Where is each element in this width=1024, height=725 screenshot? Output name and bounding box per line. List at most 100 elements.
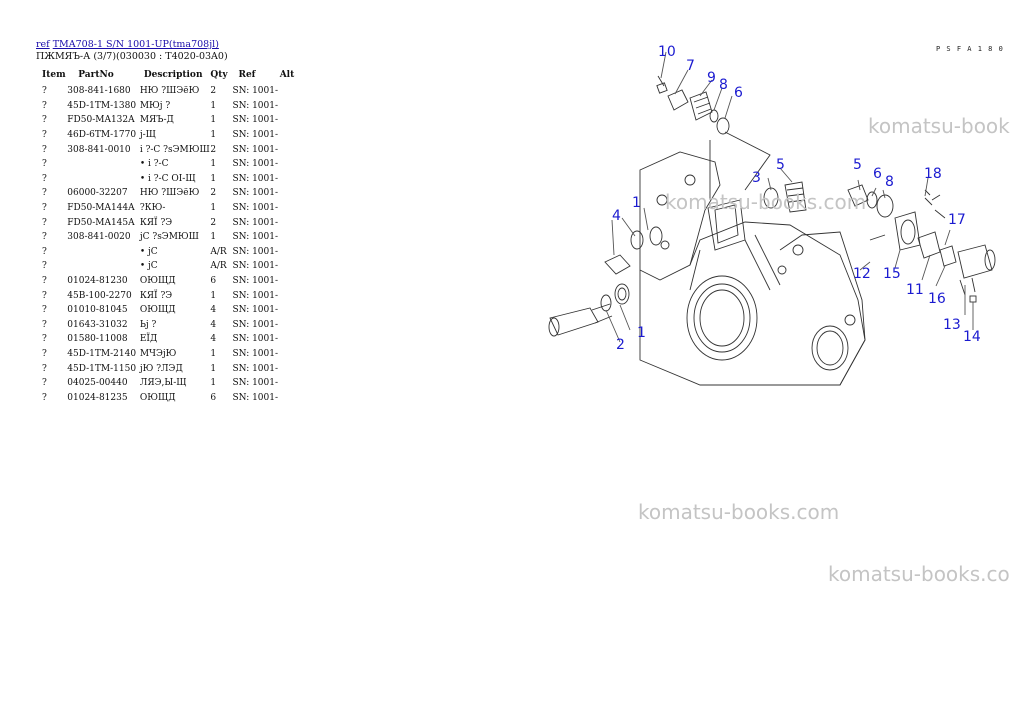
qty-cell: A/R — [210, 261, 227, 272]
ring-8 — [709, 109, 719, 123]
partno-cell: 01024-81235 — [67, 392, 128, 403]
description-cell: jС ?sЭМЮШ — [139, 232, 199, 243]
ring-3 — [763, 187, 779, 209]
alt-cell — [280, 215, 296, 230]
ref-cell: SN: 1001- — [232, 188, 279, 199]
alt-cell — [280, 245, 296, 260]
model-link[interactable]: TMA708-1 S/N 1001-UP(tma708jl) — [52, 39, 219, 50]
parts-list-panel: ref TMA708-1 S/N 1001-UP(tma708jl) ПЖМЯЪ… — [36, 39, 296, 405]
description-cell: КЯЇ ?Э — [139, 290, 173, 301]
exploded-parts-diagram: 10 7 9 8 6 5 6 8 18 5 3 1 4 17 12 15 11 … — [548, 44, 996, 386]
ring-6b — [866, 191, 878, 209]
callout-4: 4 — [612, 208, 621, 224]
seal-ring-1 — [600, 294, 612, 312]
bolt-10 — [657, 75, 665, 87]
alt-cell — [280, 186, 296, 201]
ref-cell: SN: 1001- — [232, 276, 279, 287]
item-cell: ? — [42, 261, 47, 272]
callout-1: 1 — [632, 195, 641, 211]
housing-body — [639, 221, 866, 386]
right-bore — [811, 325, 849, 371]
description-cell: ОЮЩД — [139, 392, 176, 403]
ref-cell: SN: 1001- — [232, 232, 279, 243]
partno-cell — [67, 245, 140, 260]
callout-1b: 1 — [637, 325, 646, 341]
ref-cell: SN: 1001- — [232, 100, 279, 111]
ref-cell: SN: 1001- — [232, 378, 279, 389]
ref-link[interactable]: ref — [36, 39, 50, 50]
pinion-gear — [604, 254, 631, 275]
description-cell: МЮj ? — [139, 100, 171, 111]
qty-cell: 1 — [210, 363, 217, 374]
partno-cell: 45D-1TM-1380 — [67, 100, 137, 111]
callout-14: 14 — [963, 329, 981, 345]
description-cell: ЕЇД — [139, 334, 158, 345]
alt-cell — [280, 347, 296, 362]
partno-cell: 45D-1TM-1150 — [67, 363, 137, 374]
partno-cell: 06000-32207 — [67, 188, 128, 199]
item-cell: ? — [42, 276, 47, 287]
callout-6: 6 — [734, 85, 743, 101]
description-cell: • jС — [139, 261, 158, 272]
callout-5: 5 — [776, 157, 785, 173]
housing-right-plate — [779, 231, 866, 386]
callout-12: 12 — [853, 266, 871, 282]
qty-cell: 6 — [210, 392, 217, 403]
item-cell: ? — [42, 319, 47, 330]
alt-cell — [280, 361, 296, 376]
nut-14 — [969, 295, 977, 303]
parts-table: Item PartNo Description Qty Ref Alt ? 308… — [36, 66, 296, 405]
partno-cell: FD50-MA144A — [67, 203, 135, 214]
qty-cell: 2 — [210, 86, 217, 97]
description-cell: МЧЭjЮ — [139, 348, 177, 359]
description-cell: НЮ ?ШЭёЮ — [139, 86, 200, 97]
col-ref: Ref — [238, 70, 256, 80]
item-cell: ? — [42, 378, 47, 389]
callout-8: 8 — [719, 77, 728, 93]
spacer-16 — [939, 245, 957, 267]
qty-cell: 4 — [210, 334, 217, 345]
callout-7: 7 — [686, 58, 695, 74]
ref-cell: SN: 1001- — [232, 217, 279, 228]
ref-cell: SN: 1001- — [232, 173, 279, 184]
callout-9: 9 — [707, 70, 716, 86]
bearing-1 — [614, 283, 630, 305]
qty-cell: 6 — [210, 276, 217, 287]
qty-cell: 2 — [210, 188, 217, 199]
ref-cell: SN: 1001- — [232, 261, 279, 272]
item-cell: ? — [42, 86, 47, 97]
alt-cell — [280, 230, 296, 245]
qty-cell: 1 — [210, 232, 217, 243]
item-cell: ? — [42, 203, 47, 214]
qty-cell: 1 — [210, 378, 217, 389]
alt-cell — [280, 157, 296, 172]
item-cell: ? — [42, 305, 47, 316]
callout-16: 16 — [928, 291, 946, 307]
qty-cell: 1 — [210, 348, 217, 359]
item-cell: ? — [42, 144, 47, 155]
item-cell: ? — [42, 115, 47, 126]
description-cell: • і ?-С ОІ-Щ — [139, 173, 196, 184]
partno-cell: 308-841-0010 — [67, 144, 131, 155]
watermark: komatsu-books.co — [828, 562, 1010, 586]
shaft-5b — [847, 184, 869, 207]
qty-cell: 1 — [210, 159, 217, 170]
callout-8b: 8 — [885, 174, 894, 190]
bolt-18 — [924, 197, 933, 206]
ref-cell: SN: 1001- — [232, 115, 279, 126]
partno-cell — [67, 259, 140, 274]
callout-3: 3 — [752, 170, 761, 186]
qty-cell: 1 — [210, 290, 217, 301]
ref-cell: SN: 1001- — [232, 305, 279, 316]
partno-cell: 45D-1TM-2140 — [67, 348, 137, 359]
ring-8b — [876, 194, 894, 218]
table-header-row: Item PartNo Description Qty Ref Alt — [36, 66, 296, 84]
